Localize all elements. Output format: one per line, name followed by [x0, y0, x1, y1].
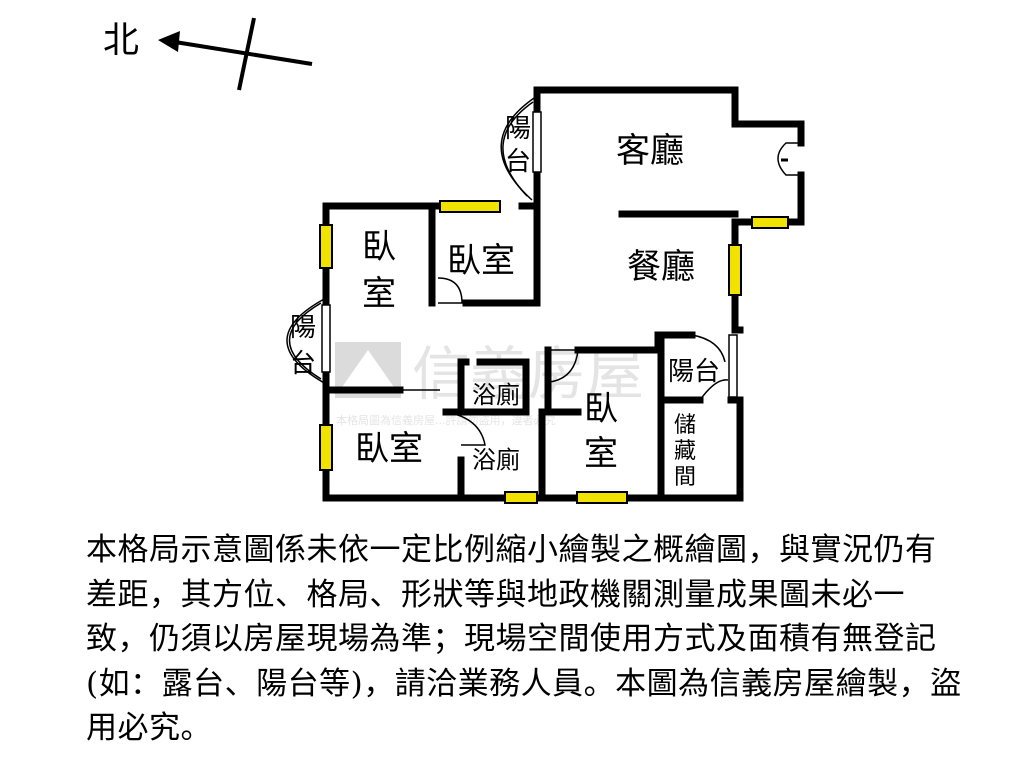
doors	[400, 142, 801, 446]
bedroom-upper-left-label-2: 室	[362, 274, 396, 314]
floor-plan: 北 信義房屋 本格局圖為信義房屋...許請勿盜用，違者必究	[103, 17, 805, 504]
bedroom-lower-left-label: 臥室	[355, 429, 423, 469]
compass-arrow-shaft	[174, 40, 313, 66]
room-labels: 客廳 餐廳 陽 台 陽 台 陽台 臥 室 臥室 臥室 臥 室 浴廁 浴廁 儲 藏…	[290, 114, 720, 490]
storage-label-1: 儲	[674, 413, 696, 438]
bedroom-upper-mid-label: 臥室	[447, 241, 515, 281]
bedroom-lower-mid-label-2: 室	[584, 434, 618, 474]
balcony-top-label-2: 台	[505, 147, 531, 177]
watermark-small-text: 本格局圖為信義房屋...許請勿盜用，違者必究	[336, 413, 556, 427]
window	[576, 491, 628, 504]
windows	[319, 200, 789, 504]
north-compass: 北	[103, 17, 313, 91]
bathroom-lower-label: 浴廁	[472, 446, 520, 474]
window	[504, 491, 538, 504]
bedroom-lower-mid-label-1: 臥	[584, 389, 618, 429]
storage-label-3: 間	[674, 465, 696, 490]
window	[728, 244, 742, 296]
storage-label-2: 藏	[674, 439, 696, 464]
compass-crossbar	[237, 17, 256, 91]
dining-room-label: 餐廳	[627, 247, 695, 287]
balcony-left-label-2: 台	[290, 349, 316, 379]
balcony-top-label-1: 陽	[505, 114, 531, 144]
window	[319, 224, 333, 269]
disclaimer-text: 本格局示意圖係未依一定比例縮小繪製之概繪圖，與實況仍有差距，其方位、格局、形狀等…	[86, 532, 962, 746]
balcony-right-label: 陽台	[668, 357, 720, 387]
window	[439, 200, 501, 213]
bedroom-upper-left-label-1: 臥	[362, 227, 396, 267]
window	[751, 216, 789, 229]
brand-watermark: 信義房屋 本格局圖為信義房屋...許請勿盜用，違者必究	[335, 340, 644, 427]
walls	[322, 86, 805, 502]
balcony-left-label-1: 陽	[290, 313, 316, 343]
window	[319, 424, 333, 471]
watermark-logo-mark	[340, 350, 396, 390]
compass-arrow-head	[158, 31, 180, 52]
balcony-outlines	[286, 95, 738, 398]
north-label: 北	[103, 20, 139, 61]
living-room-label: 客廳	[616, 131, 684, 171]
bathroom-upper-label: 浴廁	[472, 381, 520, 409]
